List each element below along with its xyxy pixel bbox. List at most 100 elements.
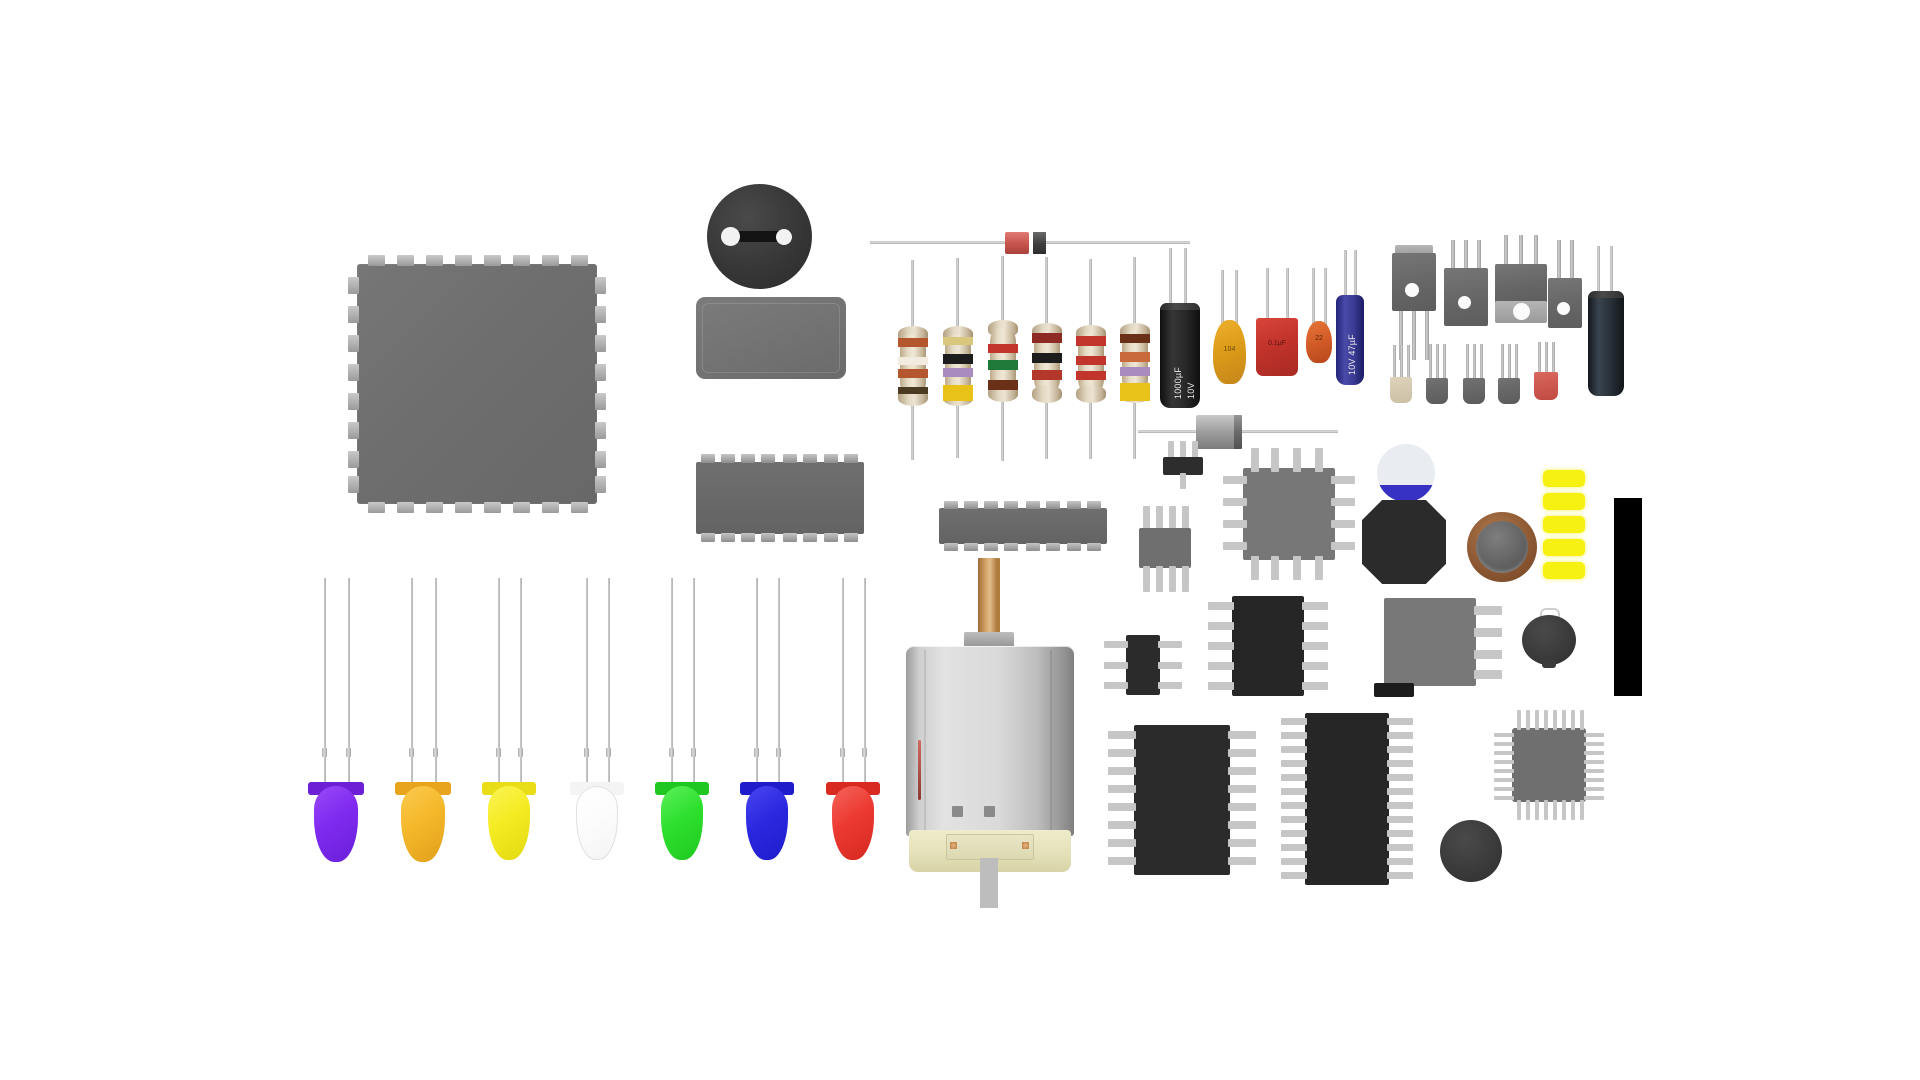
resistor-3: [988, 256, 1018, 461]
film-capacitor-red: 0.1µF: [1253, 268, 1301, 393]
qfn-pad: [348, 277, 359, 294]
soic-pin: [984, 543, 998, 551]
motor-vent-hole: [952, 806, 963, 817]
qfn-pad: [455, 502, 472, 513]
resistor-band: [943, 354, 973, 364]
tssop-pin: [1228, 749, 1256, 757]
soic-pin: [1087, 543, 1101, 551]
led-lead: [864, 578, 866, 793]
cap-lead: [1235, 270, 1238, 326]
dark-round-bottom-notch: [1542, 660, 1556, 668]
led-lead-kink: [322, 748, 327, 757]
qfn-pin: [1331, 520, 1355, 528]
ceramic-disc-label: 104: [1223, 346, 1236, 353]
led-lead: [435, 578, 437, 793]
electrolytic-tall-body: [1588, 291, 1624, 396]
dip-pin: [721, 533, 735, 542]
qfn-pad: [542, 255, 559, 266]
soic-pin: [1067, 501, 1081, 509]
sot23-pin: [1192, 441, 1198, 459]
led-lead-kink: [496, 748, 501, 757]
qfp-pin: [1494, 787, 1514, 791]
qfp-pin: [1526, 800, 1530, 820]
resistor-lead-bottom: [956, 398, 959, 458]
led-lead-kink: [840, 748, 845, 757]
smd-pin: [1104, 682, 1128, 689]
dip-pin: [701, 454, 715, 463]
led-dome: [488, 786, 530, 860]
led-dome: [661, 786, 703, 860]
electrolytic-capacitor-1000uf: 1000µF 10V: [1160, 248, 1200, 408]
soic-pin: [1302, 602, 1328, 610]
to92-transistor-1: [1388, 345, 1414, 405]
dip-pin: [824, 533, 838, 542]
soic8-pin: [1143, 566, 1150, 592]
soic-pin: [1302, 622, 1328, 630]
qfn-pad: [348, 451, 359, 468]
soic-pin: [1208, 662, 1234, 670]
resistor-band: [898, 369, 928, 378]
led-red: [826, 578, 880, 878]
led-lead-kink: [669, 748, 674, 757]
dome-led-blue-base: [1377, 485, 1435, 502]
soic-pin: [1026, 501, 1040, 509]
large-qfn-ic: [348, 255, 606, 513]
ssop-pin: [1281, 760, 1307, 767]
qfn-pad: [348, 306, 359, 323]
soic-pin: [1004, 501, 1018, 509]
resistor-band: [1120, 352, 1150, 362]
smd-pin: [1158, 662, 1182, 669]
motor-red-marking: [918, 740, 921, 800]
soic-pin: [1474, 650, 1502, 659]
qfn-pad: [348, 393, 359, 410]
to92-transistor-4: [1496, 344, 1522, 406]
soic-pin: [944, 543, 958, 551]
dark-round-component: [1522, 608, 1576, 670]
resistor-lead-bottom: [1089, 397, 1092, 459]
led-lead-kink: [433, 748, 438, 757]
to92-pin: [1429, 344, 1432, 380]
qfn-gray-large-ic: [1223, 448, 1355, 580]
qfn-pad: [348, 335, 359, 352]
smd-pin: [1158, 641, 1182, 648]
to92-pin: [1515, 344, 1518, 380]
copper-coil-inductor: [1467, 512, 1537, 582]
dip-pin: [761, 533, 775, 542]
to220-body: [1495, 264, 1547, 304]
led-lead-kink: [584, 748, 589, 757]
ssop-pin: [1281, 816, 1307, 823]
soic8-body: [1139, 528, 1191, 568]
qfn-pin: [1315, 448, 1323, 472]
soic-pin: [1474, 670, 1502, 679]
led-violet: [308, 578, 364, 878]
dip-pin: [824, 454, 838, 463]
ssop-pin: [1281, 844, 1307, 851]
to220-pin: [1519, 235, 1523, 268]
ssop-pin: [1281, 774, 1307, 781]
led-lead-kink: [862, 748, 867, 757]
motor-terminal: [1022, 842, 1029, 849]
qfp-pin: [1584, 769, 1604, 773]
tssop-pin: [1108, 731, 1136, 739]
dip-pin: [783, 454, 797, 463]
resistor-band: [943, 368, 973, 377]
qfn-gray-body: [1243, 468, 1335, 560]
cap-lead: [1169, 248, 1172, 308]
qfp-pin: [1535, 800, 1539, 820]
small-black-smd-body: [1126, 635, 1160, 695]
soic-pin: [1026, 543, 1040, 551]
to220-pin: [1477, 240, 1481, 272]
buzzer-hole: [721, 227, 740, 246]
resistor-end-cap: [1076, 385, 1106, 403]
resistor-band: [943, 385, 973, 401]
qfn-pad: [595, 476, 606, 493]
buzzer-bridge-bar: [726, 231, 792, 242]
yellow-smd-fuse: [1543, 539, 1585, 556]
yellow-smd-fuse-stack: [1543, 470, 1585, 580]
rect-diode-band: [1234, 415, 1242, 449]
ssop-pin: [1281, 746, 1307, 753]
led-lead: [608, 578, 610, 793]
to220-mount-hole: [1513, 303, 1530, 320]
to220-body: [1392, 253, 1436, 311]
cap-lead: [1354, 250, 1357, 300]
